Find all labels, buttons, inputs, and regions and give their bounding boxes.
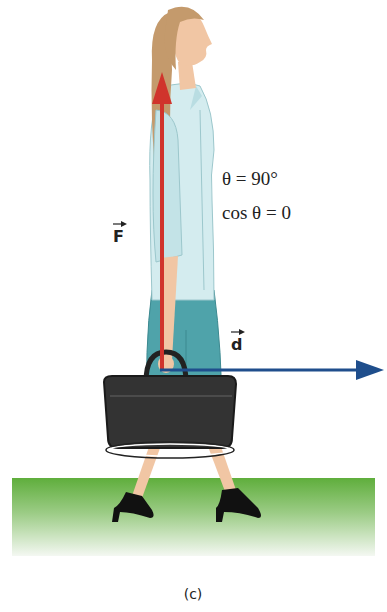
ground xyxy=(12,478,375,556)
vector-accent xyxy=(231,329,245,335)
angle-label: θ = 90° xyxy=(222,168,278,190)
force-label: F xyxy=(113,228,124,246)
vector-accent xyxy=(113,221,127,227)
cosine-label: cos θ = 0 xyxy=(222,202,291,224)
displacement-arrow xyxy=(160,360,384,380)
displacement-label: d xyxy=(231,336,242,354)
briefcase xyxy=(104,352,236,458)
figure-caption: (c) xyxy=(184,586,203,602)
force-arrow xyxy=(152,72,172,370)
